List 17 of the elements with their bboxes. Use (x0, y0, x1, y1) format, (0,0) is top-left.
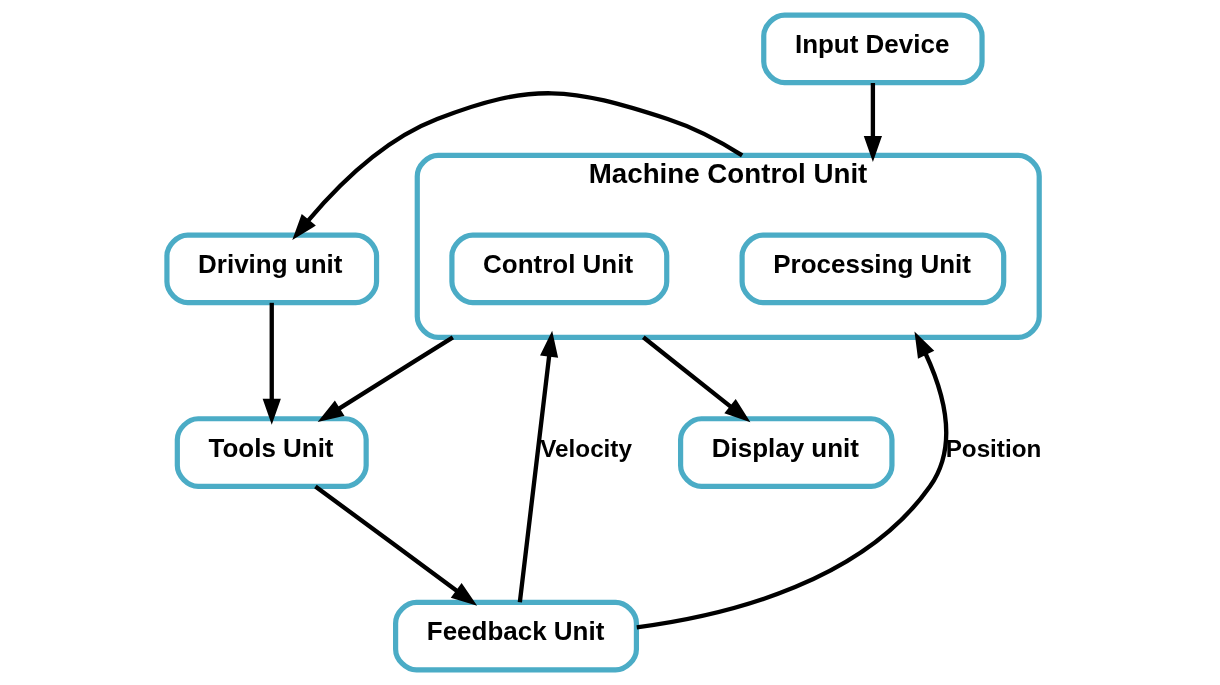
node-box: Driving unit (164, 232, 380, 306)
node-box: Tools Unit (174, 416, 369, 489)
node-box: Control Unit (449, 232, 670, 306)
arrow (636, 331, 949, 630)
node-box: Display unit (678, 416, 895, 489)
arrow (314, 484, 478, 606)
node-box: Processing Unit (739, 232, 1007, 306)
arrow (262, 302, 281, 425)
arrow (317, 335, 455, 423)
arrow (863, 83, 882, 162)
node-box: Feedback Unit (393, 599, 639, 673)
arrow (517, 330, 559, 603)
arrow (292, 91, 744, 240)
arrow (642, 335, 751, 423)
edge-label: Velocity (540, 435, 632, 463)
node-box: Input Device (761, 12, 985, 86)
edge-label: Position (945, 435, 1042, 463)
